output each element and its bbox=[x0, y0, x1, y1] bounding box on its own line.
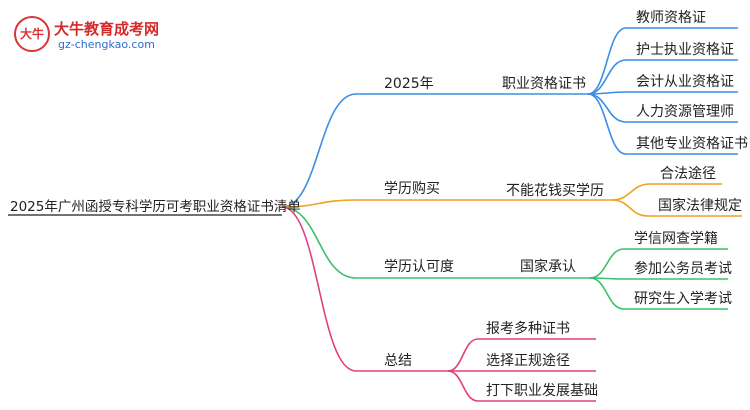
leaf-4-1: 报考多种证书 bbox=[486, 321, 570, 337]
link-branch1-leaf5 bbox=[587, 93, 627, 155]
leaf-3-2: 参加公务员考试 bbox=[634, 261, 732, 277]
link-branch1-leaf1 bbox=[587, 27, 627, 95]
branch-label-1: 2025年 bbox=[384, 76, 434, 92]
link-root-branch4 bbox=[281, 206, 357, 372]
branch-label-2: 学历购买 bbox=[384, 181, 440, 197]
root-topic: 2025年广州函授专科学历可考职业资格证书清单 bbox=[10, 199, 301, 215]
leaf-1-1: 教师资格证 bbox=[636, 10, 706, 26]
link-root-branch3 bbox=[281, 206, 357, 279]
leaf-2-2: 国家法律规定 bbox=[658, 198, 742, 214]
logo-mark-icon: 大牛 bbox=[14, 16, 50, 52]
leaf-1-2: 护士执业资格证 bbox=[636, 42, 734, 58]
leaf-2-1: 合法途径 bbox=[660, 166, 716, 182]
leaf-1-5: 其他专业资格证书 bbox=[636, 136, 748, 152]
logo-url: gz-chengkao.com bbox=[58, 38, 155, 51]
site-logo[interactable]: 大牛 大牛教育成考网 gz-chengkao.com bbox=[14, 16, 164, 56]
leaf-3-3: 研究生入学考试 bbox=[634, 291, 732, 307]
link-root-branch1 bbox=[281, 93, 357, 208]
leaf-4-3: 打下职业发展基础 bbox=[486, 383, 598, 399]
logo-title: 大牛教育成考网 bbox=[54, 20, 160, 38]
branch-label-3: 学历认可度 bbox=[384, 259, 454, 275]
link-branch4-leaf3 bbox=[447, 370, 479, 402]
link-branch4-leaf1 bbox=[447, 338, 479, 372]
link-branch1-leaf2 bbox=[587, 59, 627, 95]
link-root-branch2 bbox=[281, 199, 357, 208]
leaf-1-3: 会计从业资格证 bbox=[636, 74, 734, 90]
leaf-1-4: 人力资源管理师 bbox=[636, 104, 734, 120]
leaf-3-1: 学信网查学籍 bbox=[634, 231, 718, 247]
link-branch3-leaf1 bbox=[589, 248, 625, 279]
link-branch2-leaf1 bbox=[611, 183, 651, 201]
link-branch1-leaf4 bbox=[587, 93, 627, 123]
link-branch2-leaf2 bbox=[611, 199, 649, 217]
link-branch3-leaf3 bbox=[589, 277, 625, 310]
branch-sub-3: 国家承认 bbox=[520, 259, 576, 275]
branch-sub-1: 职业资格证书 bbox=[502, 76, 586, 92]
branch-sub-2: 不能花钱买学历 bbox=[506, 183, 604, 199]
branch-label-4: 总结 bbox=[384, 353, 412, 369]
leaf-4-2: 选择正规途径 bbox=[486, 353, 570, 369]
